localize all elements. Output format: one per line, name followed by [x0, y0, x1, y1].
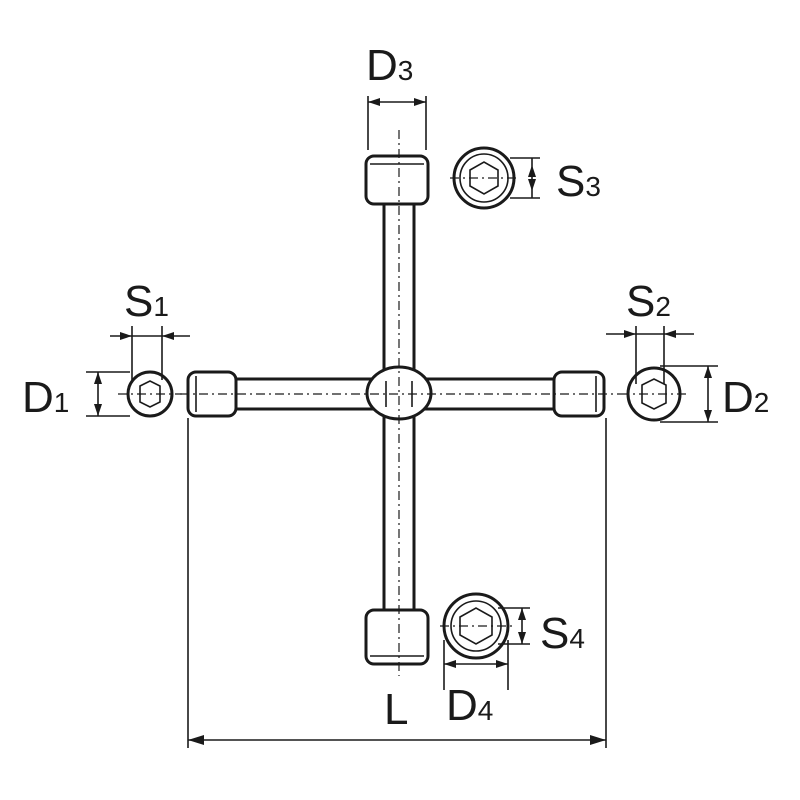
- socket-view-s4: [440, 592, 512, 660]
- socket-view-s3: [450, 146, 520, 210]
- label-d2: D2: [722, 373, 769, 422]
- center-lines: [180, 130, 620, 676]
- label-s3: S3: [556, 157, 601, 206]
- label-s2: S2: [626, 277, 671, 326]
- socket-bottom: [364, 608, 430, 666]
- wrench-body: [186, 154, 606, 666]
- dimension-lines: [86, 96, 718, 748]
- label-s4: S4: [540, 609, 585, 658]
- label-d1: D1: [22, 373, 69, 422]
- label-l: L: [384, 685, 408, 734]
- socket-top: [364, 154, 430, 206]
- socket-view-s1: [118, 370, 182, 418]
- socket-view-s2: [620, 366, 690, 422]
- label-d3: D3: [366, 41, 413, 90]
- label-d4: D4: [446, 681, 493, 730]
- label-s1: S1: [124, 277, 169, 326]
